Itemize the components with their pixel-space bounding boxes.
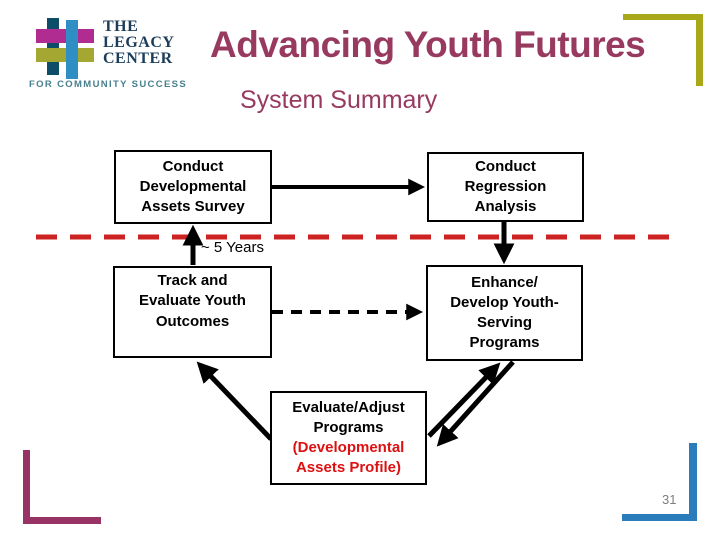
logo-blue-bar: [66, 20, 78, 79]
slide-subtitle: System Summary: [240, 86, 438, 114]
flow-box-conduct-survey: Conduct Developmental Assets Survey: [114, 150, 272, 224]
logo-name-line3: CENTER: [103, 50, 173, 67]
slide-title: Advancing Youth Futures: [210, 24, 646, 65]
logo-name-line2: LEGACY: [103, 34, 175, 51]
corner-bracket-bottom-left-vertical: [23, 450, 30, 524]
corner-bracket-bottom-right-vertical: [689, 443, 697, 521]
flow-box-enhance-programs-label: Enhance/ Develop Youth- Serving Programs: [450, 273, 559, 352]
logo-name-line1: THE: [103, 18, 139, 35]
logo-olive-bar: [36, 48, 94, 62]
flow-box-regression-analysis-label: Conduct Regression Analysis: [464, 157, 547, 216]
corner-bracket-top-right-horizontal: [623, 14, 703, 20]
corner-bracket-top-right-vertical: [696, 14, 703, 86]
flow-box-evaluate-adjust: Evaluate/Adjust Programs (Developmental …: [270, 391, 427, 485]
page-number: 31: [662, 492, 677, 507]
flow-box-enhance-programs: Enhance/ Develop Youth- Serving Programs: [426, 265, 583, 361]
corner-bracket-bottom-left-horizontal: [23, 517, 101, 524]
logo-tagline: FOR COMMUNITY SUCCESS: [29, 79, 188, 90]
arrow-enhance-to-evaluate: [436, 360, 515, 447]
flow-box-evaluate-adjust-label: Evaluate/Adjust Programs: [292, 398, 405, 436]
flow-box-regression-analysis: Conduct Regression Analysis: [427, 152, 584, 222]
flow-box-conduct-survey-label: Conduct Developmental Assets Survey: [139, 157, 247, 216]
corner-bracket-bottom-right-horizontal: [622, 514, 697, 521]
logo-name: THE LEGACY CENTER: [103, 19, 174, 67]
arrow-evaluate-to-enhance: [427, 362, 501, 438]
cycle-duration-label: ~ 5 Years: [201, 239, 264, 256]
flow-box-track-outcomes-label: Track and Evaluate Youth Outcomes: [139, 272, 246, 330]
arrow-evaluate-to-track: [196, 361, 273, 441]
flow-box-track-outcomes: Track and Evaluate Youth Outcomes: [113, 266, 272, 358]
flow-box-evaluate-adjust-sublabel: (Developmental Assets Profile): [292, 439, 405, 477]
logo-magenta-bar: [36, 29, 94, 43]
